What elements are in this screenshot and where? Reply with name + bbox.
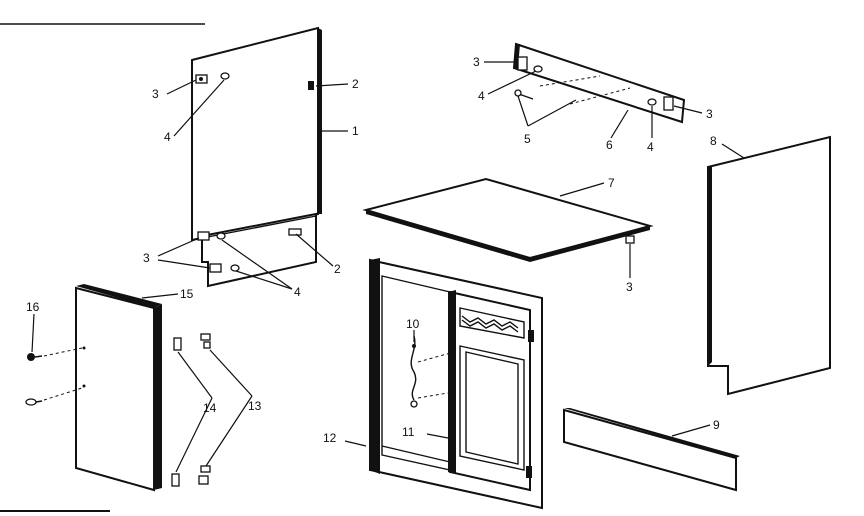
callout-14: 14 — [203, 401, 217, 415]
bracket-2-lower-right — [288, 228, 302, 236]
panel-15 — [75, 284, 162, 492]
callout-8: 8 — [710, 134, 717, 148]
callout-16: 16 — [26, 300, 40, 314]
callout-13: 13 — [248, 399, 262, 413]
back-panel-8 — [707, 135, 831, 396]
callout-15: 15 — [180, 287, 194, 301]
hinge-bottom — [526, 466, 532, 478]
callout-7: 7 — [608, 176, 615, 190]
hardware-14-lower — [171, 473, 180, 487]
screw-4-rail-right — [647, 98, 657, 106]
hinge-top — [528, 330, 534, 342]
callout-4a: 4 — [164, 130, 171, 144]
callout-6: 6 — [606, 138, 613, 152]
dowel-5 — [514, 89, 534, 100]
side-panel-1 — [191, 26, 322, 288]
callout-3a: 3 — [152, 87, 159, 101]
bracket-3-top-underside — [625, 235, 635, 244]
top-7 — [362, 177, 654, 262]
bracket-3-top-left — [195, 74, 208, 84]
callout-10: 10 — [406, 317, 420, 331]
callout-2b: 2 — [334, 262, 341, 276]
callout-4b: 4 — [294, 285, 301, 299]
screw-4-lower-a — [216, 232, 226, 240]
callout-5: 5 — [524, 132, 531, 146]
hardware-13-lower — [198, 465, 211, 485]
callout-3c: 3 — [473, 55, 480, 69]
callout-9: 9 — [713, 418, 720, 432]
door-11 — [448, 290, 534, 492]
callout-2a: 2 — [352, 77, 359, 91]
screw-16-upper — [27, 353, 43, 361]
hardware-13-upper — [200, 333, 211, 349]
bracket-3-rail-right — [663, 96, 674, 111]
wire-assembly-10 — [410, 335, 418, 408]
screw-4-lower-b — [230, 264, 240, 272]
bracket-2-top-right — [308, 81, 314, 90]
screw-4-rail-left — [533, 65, 543, 73]
callout-1: 1 — [352, 124, 359, 138]
callout-4c: 4 — [478, 89, 485, 103]
top-rail-6 — [512, 42, 686, 124]
callout-3b: 3 — [143, 251, 150, 265]
screw-16-lower — [25, 398, 43, 406]
screw-4-top-left — [220, 72, 230, 80]
callout-3d: 3 — [706, 107, 713, 121]
bracket-3-rail-left — [517, 56, 528, 71]
bracket-3-lower-left-a — [197, 231, 210, 241]
hardware-14-upper — [173, 337, 182, 351]
bracket-3-lower-left-b — [209, 263, 222, 273]
callout-4d: 4 — [647, 140, 654, 154]
callout-12: 12 — [323, 431, 337, 445]
callout-3e: 3 — [626, 280, 633, 294]
callout-11: 11 — [402, 425, 415, 439]
toe-kick-9 — [563, 408, 740, 492]
